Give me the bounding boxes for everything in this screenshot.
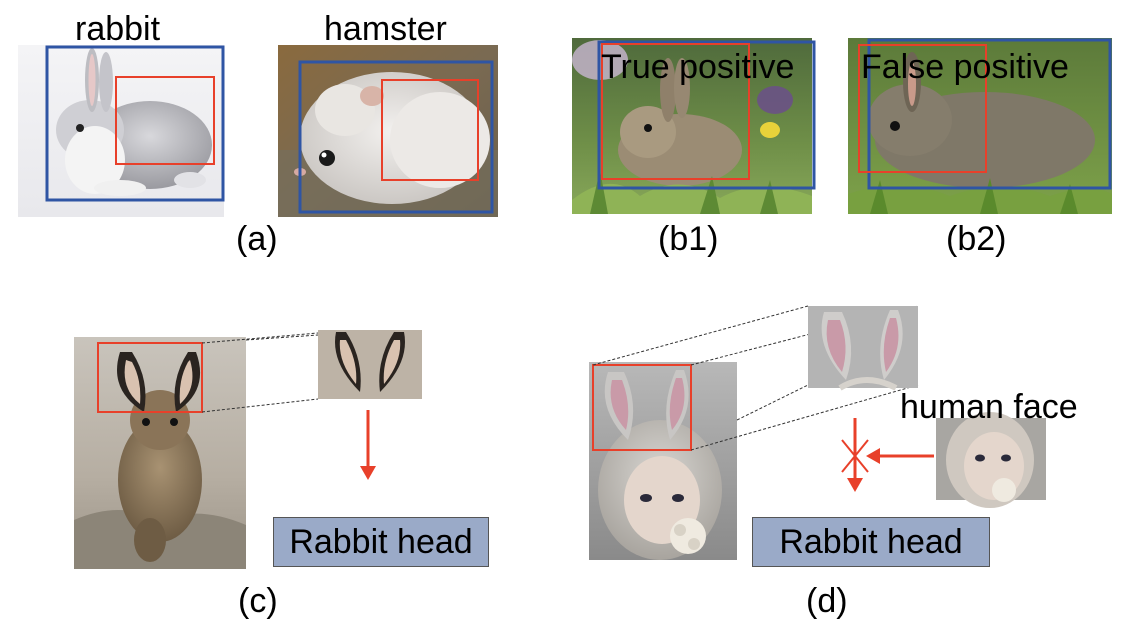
panel-label-c: (c): [238, 582, 278, 620]
human-face-caption: human face: [900, 388, 1078, 426]
rabbit-photo: [18, 45, 224, 217]
hamster-blue-box: [298, 60, 494, 214]
bunny-in-grass-photo-b1: [572, 38, 812, 214]
b1-blue-box: [597, 40, 816, 190]
down-arrow-head: [360, 466, 376, 480]
block-cross: [841, 439, 869, 473]
panel-b1: [572, 38, 816, 214]
rabbit-head-result-box-c: Rabbit head: [273, 517, 489, 567]
projection-line: [690, 384, 919, 451]
hamster-red-box: [381, 79, 479, 181]
hare-ears-red-box: [97, 342, 203, 413]
false-positive-caption: False positive: [861, 48, 1069, 86]
bunny-ears-red-box: [592, 364, 692, 451]
bunny-ears-crop: [808, 306, 918, 391]
panel-label-a: (a): [236, 220, 278, 258]
projection-line: [245, 334, 319, 341]
b2-blue-box: [867, 38, 1112, 190]
hamster-caption: hamster: [324, 10, 447, 48]
rabbit-blue-box: [45, 45, 225, 202]
hare-photo: [74, 337, 246, 569]
hamster-photo: [278, 45, 498, 217]
true-positive-caption: True positive: [601, 48, 795, 86]
panel-a: [18, 45, 498, 217]
human-face-crop: [936, 412, 1046, 508]
panel-d: [589, 305, 1046, 560]
panel-label-b2: (b2): [946, 220, 1007, 258]
panel-label-d: (d): [806, 582, 848, 620]
b1-red-box: [601, 43, 750, 180]
panel-label-b1: (b1): [658, 220, 719, 258]
hare-ears-crop: [318, 330, 422, 399]
panel-c: [74, 330, 422, 569]
rabbit-head-result-box-d: Rabbit head: [752, 517, 990, 567]
rabbit-red-box: [115, 76, 215, 165]
projection-line: [592, 305, 809, 366]
projection-line: [201, 398, 319, 413]
b2-red-box: [858, 44, 987, 173]
down-arrow-head: [847, 478, 863, 492]
projection-line: [201, 332, 319, 344]
rabbit-caption: rabbit: [75, 10, 161, 48]
left-arrow-head: [866, 448, 880, 464]
panel-b2: [848, 38, 1112, 214]
girl-with-bunny-ears-photo: [589, 362, 737, 560]
projection-line: [736, 384, 809, 421]
